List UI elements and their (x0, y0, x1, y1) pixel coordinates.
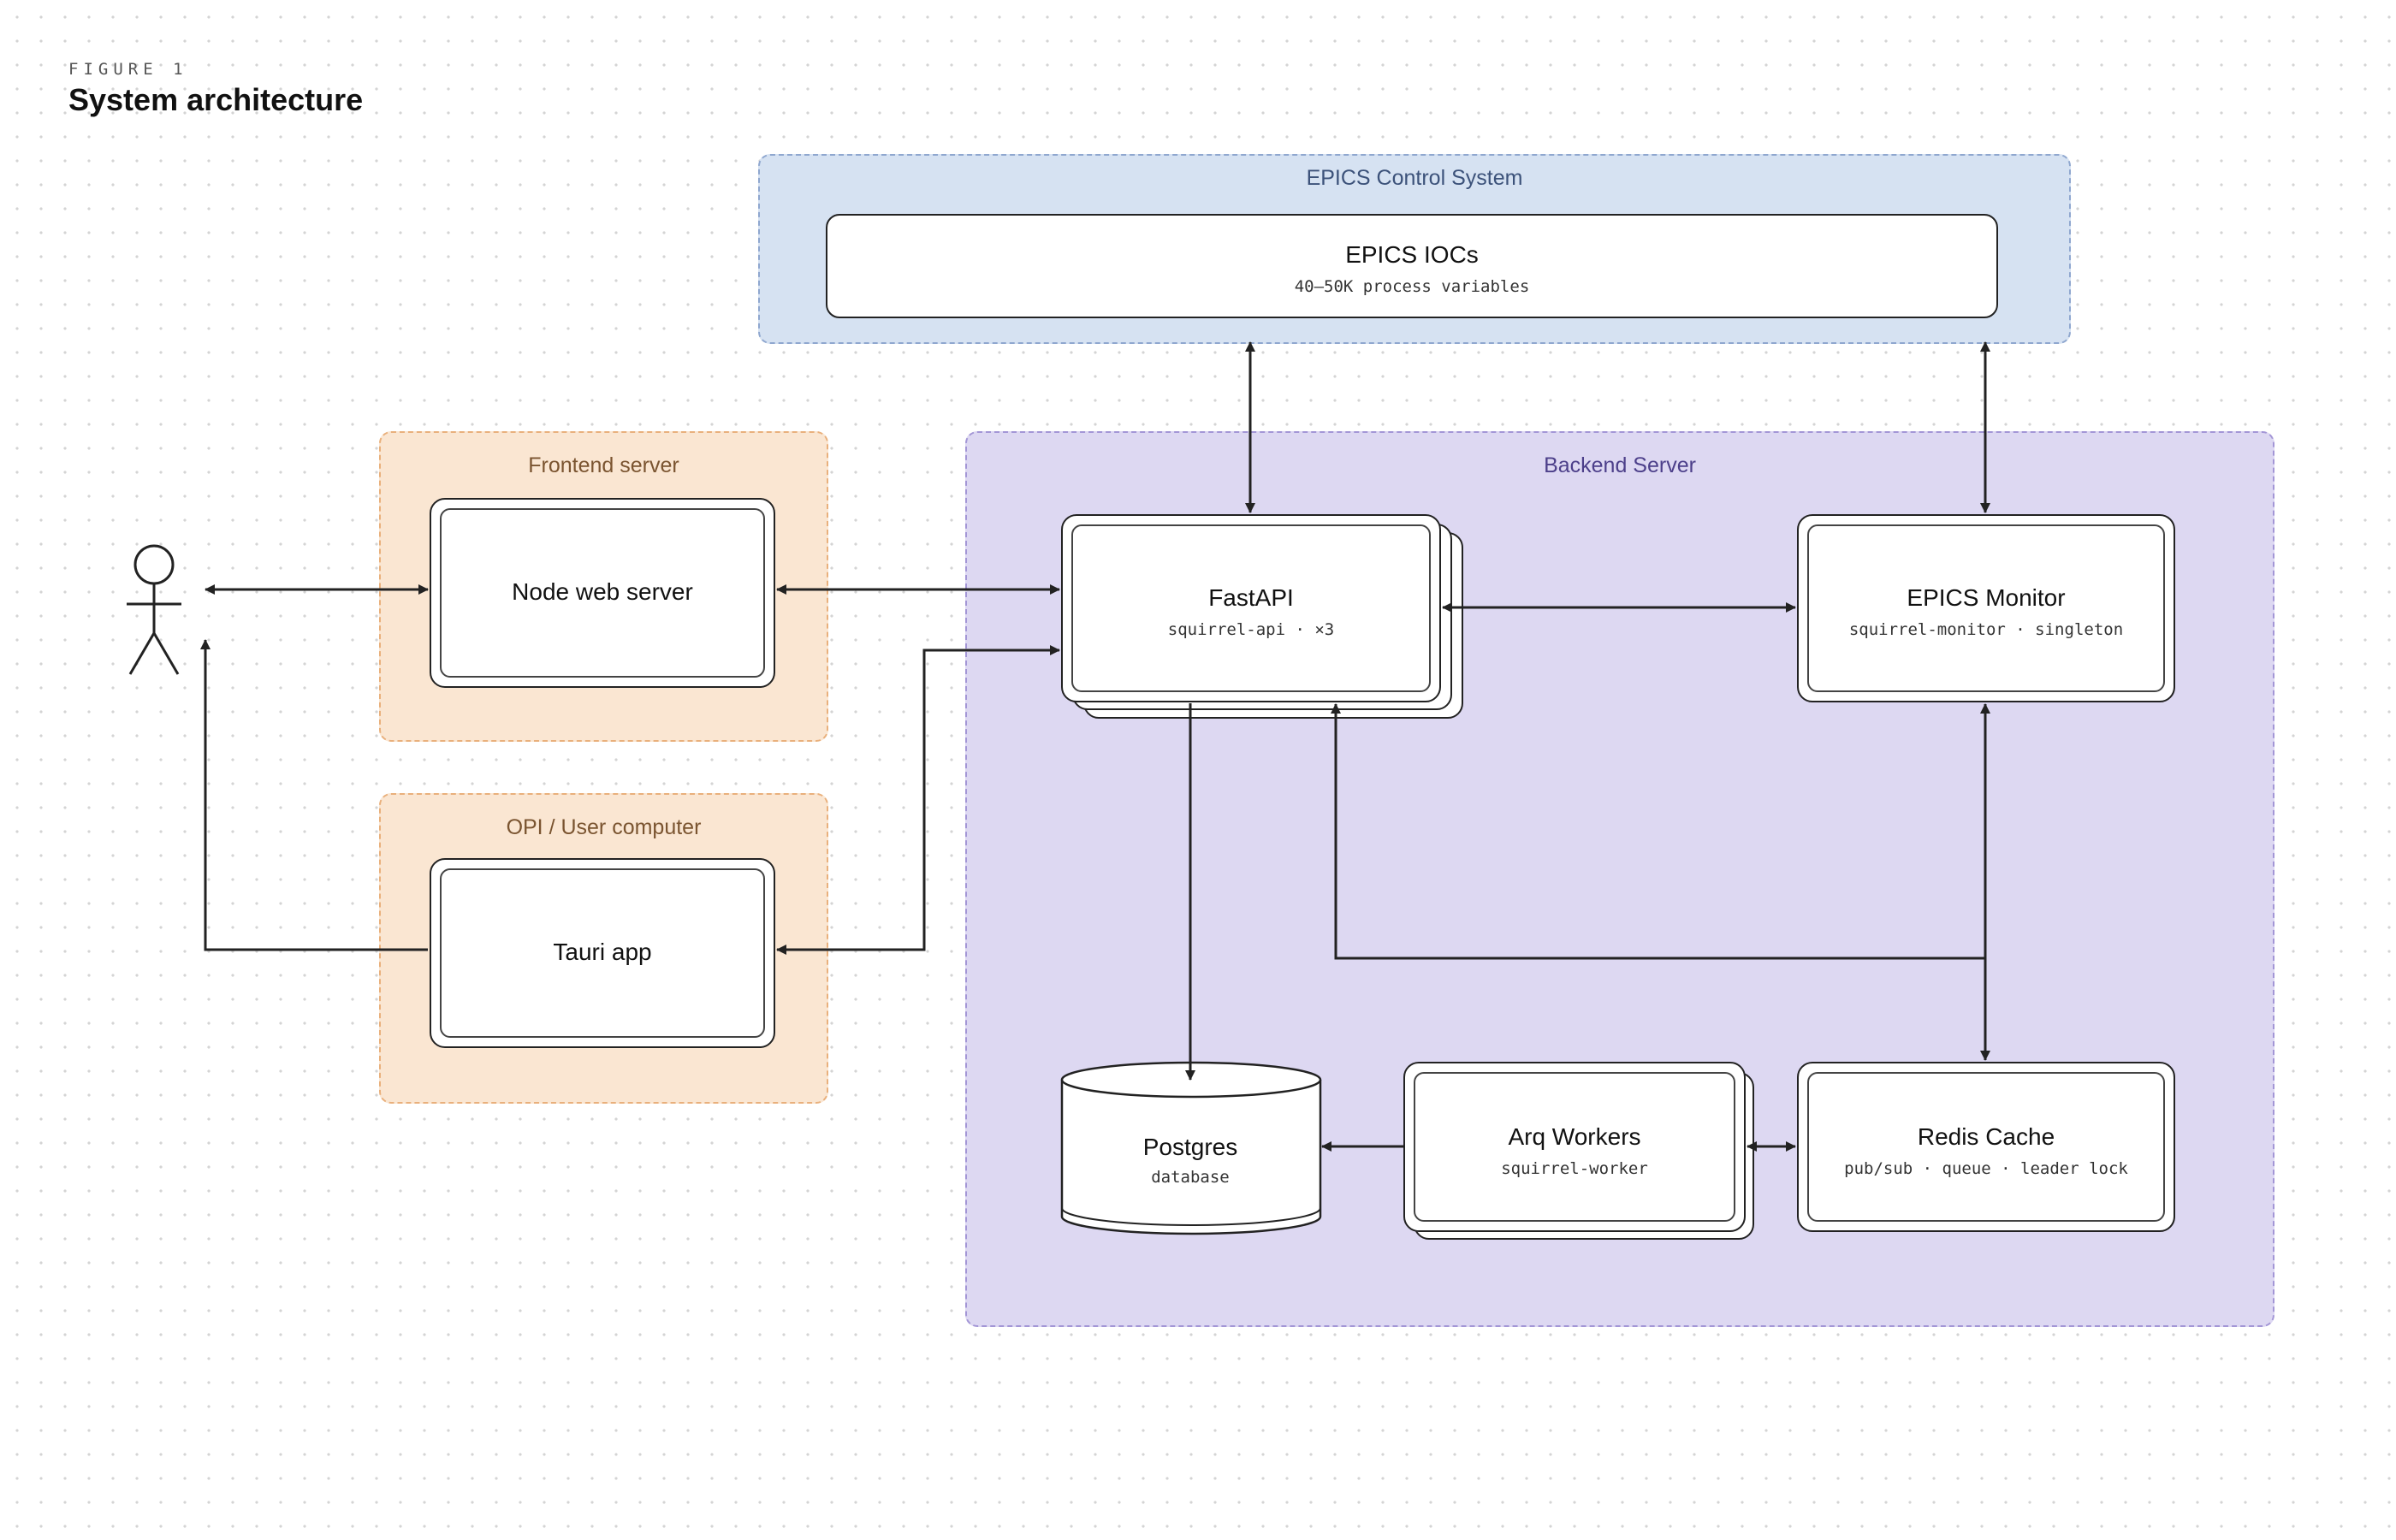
node-web-server-inner (440, 508, 765, 678)
tauri-app-label: Tauri app (553, 939, 652, 965)
epics-monitor-sub: squirrel-monitor · singleton (1848, 620, 2124, 639)
edge-redis-fastapi (1331, 703, 1985, 960)
fastapi-label: FastAPI (1208, 584, 1294, 611)
redis-cache-inner (1807, 1072, 2165, 1222)
node-web-server[interactable]: Node web server (430, 498, 775, 688)
user-person-icon (127, 544, 181, 675)
group-title-backend: Backend Server (1544, 453, 1696, 477)
arq-workers-label: Arq Workers (1508, 1123, 1641, 1150)
arq-workers-inner (1414, 1072, 1735, 1222)
group-title-epics: EPICS Control System (1306, 166, 1523, 190)
edge-tauri-fastapi (776, 645, 1060, 955)
postgres-label: Postgres (1143, 1134, 1238, 1160)
tauri-app-inner (440, 868, 765, 1038)
group-title-frontend: Frontend server (528, 453, 679, 477)
node-web-server-label: Node web server (512, 578, 693, 605)
node-fastapi[interactable]: FastAPI squirrel-api · ×3 (1061, 514, 1441, 702)
fastapi-sub: squirrel-api · ×3 (1167, 620, 1335, 639)
redis-cache-sub: pub/sub · queue · leader lock (1844, 1159, 2128, 1178)
postgres-database-icon[interactable] (1060, 1061, 1322, 1235)
postgres-sub: database (1151, 1168, 1230, 1187)
redis-cache-label: Redis Cache (1917, 1123, 2055, 1150)
epics-monitor-inner (1807, 524, 2165, 692)
node-epics-iocs[interactable]: EPICS IOCs 40–50K process variables (826, 214, 1998, 318)
node-arq-workers[interactable]: Arq Workers squirrel-worker (1403, 1062, 1746, 1232)
node-epics-monitor[interactable]: EPICS Monitor squirrel-monitor · singlet… (1797, 514, 2175, 702)
epics-monitor-label: EPICS Monitor (1907, 584, 2066, 611)
arq-workers-sub: squirrel-worker (1501, 1159, 1648, 1178)
edge-tauri-user (200, 639, 428, 951)
figure-label: FIGURE 1 (68, 60, 188, 79)
epics-iocs-sub: 40–50K process variables (1294, 277, 1530, 296)
epics-iocs-label: EPICS IOCs (1345, 241, 1479, 268)
node-tauri-app[interactable]: Tauri app (430, 858, 775, 1048)
node-redis-cache[interactable]: Redis Cache pub/sub · queue · leader loc… (1797, 1062, 2175, 1232)
figure-title: System architecture (68, 82, 364, 117)
group-title-opi: OPI / User computer (506, 815, 702, 839)
fastapi-inner (1071, 524, 1431, 692)
